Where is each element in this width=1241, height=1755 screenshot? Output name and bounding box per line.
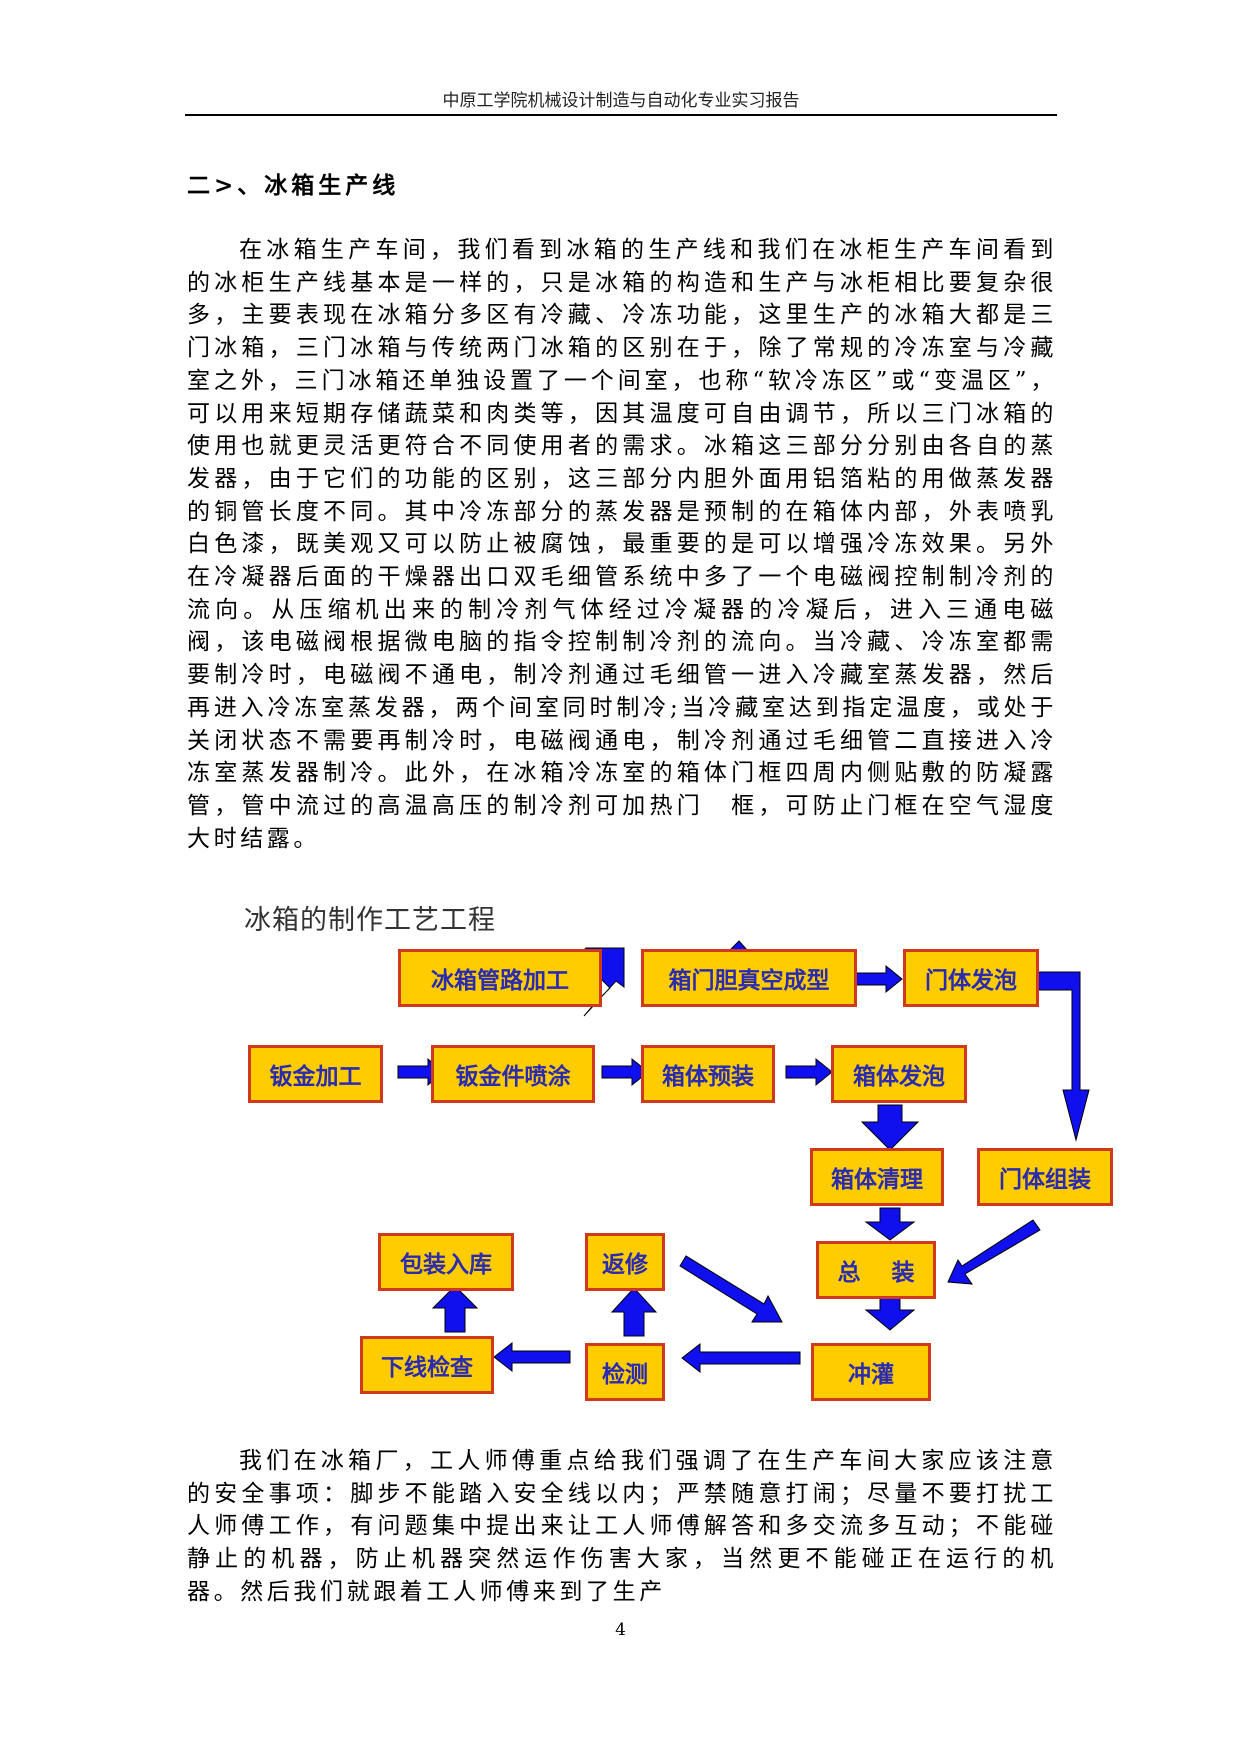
page-number: 4 xyxy=(615,1620,626,1640)
body-paragraph-1: 在冰箱生产车间，我们看到冰箱的生产线和我们在冰柜生产车间看到的冰柜生产线基本是一… xyxy=(187,234,1057,855)
section-title: 二>、冰箱生产线 xyxy=(187,173,400,199)
flow-node-charging: 冲灌 xyxy=(811,1343,931,1401)
arrow-testing-to-rework xyxy=(610,1287,658,1337)
arrow-bodyfoam-to-cleanup xyxy=(860,1104,920,1151)
flow-node-final-check: 下线检查 xyxy=(360,1336,494,1394)
paragraph-text: 我们在冰箱厂，工人师傅重点给我们强调了在生产车间大家应该注意的安全事项：脚步不能… xyxy=(187,1448,1057,1605)
arrow-cleanup-to-final xyxy=(864,1207,916,1241)
body-paragraph-2: 我们在冰箱厂，工人师傅重点给我们强调了在生产车间大家应该注意的安全事项：脚步不能… xyxy=(187,1445,1057,1609)
arrow-rework-to-charging xyxy=(679,1255,783,1323)
arrow-finalcheck-to-packing xyxy=(431,1285,479,1333)
running-header: 中原工学院机械设计制造与自动化专业实习报告 xyxy=(442,91,800,111)
flow-node-final-assembly: 总 装 xyxy=(816,1241,936,1299)
arrow-testing-to-finalcheck xyxy=(493,1341,571,1373)
arrow-final-to-charging xyxy=(864,1294,916,1331)
flow-node-packing: 包装入库 xyxy=(378,1233,514,1291)
paragraph-text: 在冰箱生产车间，我们看到冰箱的生产线和我们在冰柜生产车间看到的冰柜生产线基本是一… xyxy=(187,237,1057,852)
arrow-doorassembly-to-final xyxy=(947,1219,1041,1285)
arrow-spray-to-preassembly xyxy=(601,1057,649,1087)
flow-node-sheet: 钣金加工 xyxy=(248,1045,383,1103)
arrow-doorfoam-to-doorassembly xyxy=(1035,971,1090,1142)
arrow-liner-to-doorfoam xyxy=(855,964,903,994)
flow-node-door-assembly: 门体组装 xyxy=(977,1148,1113,1206)
flow-node-door-foam: 门体发泡 xyxy=(903,949,1039,1007)
flow-node-spray: 钣金件喷涂 xyxy=(431,1045,595,1103)
flow-node-pipe: 冰箱管路加工 xyxy=(398,949,602,1007)
header-rule xyxy=(185,114,1057,116)
flowchart-title: 冰箱的制作工艺工程 xyxy=(244,905,496,936)
flow-node-liner: 箱门胆真空成型 xyxy=(641,949,857,1007)
arrow-preassembly-to-bodyfoam xyxy=(785,1057,833,1087)
flow-node-rework: 返修 xyxy=(585,1233,665,1291)
flow-node-cleanup: 箱体清理 xyxy=(810,1148,944,1206)
flow-node-body-foam: 箱体发泡 xyxy=(831,1045,967,1103)
flow-node-testing: 检测 xyxy=(585,1343,665,1401)
arrow-charging-to-testing xyxy=(681,1342,801,1374)
flow-node-preassembly: 箱体预装 xyxy=(641,1045,775,1103)
